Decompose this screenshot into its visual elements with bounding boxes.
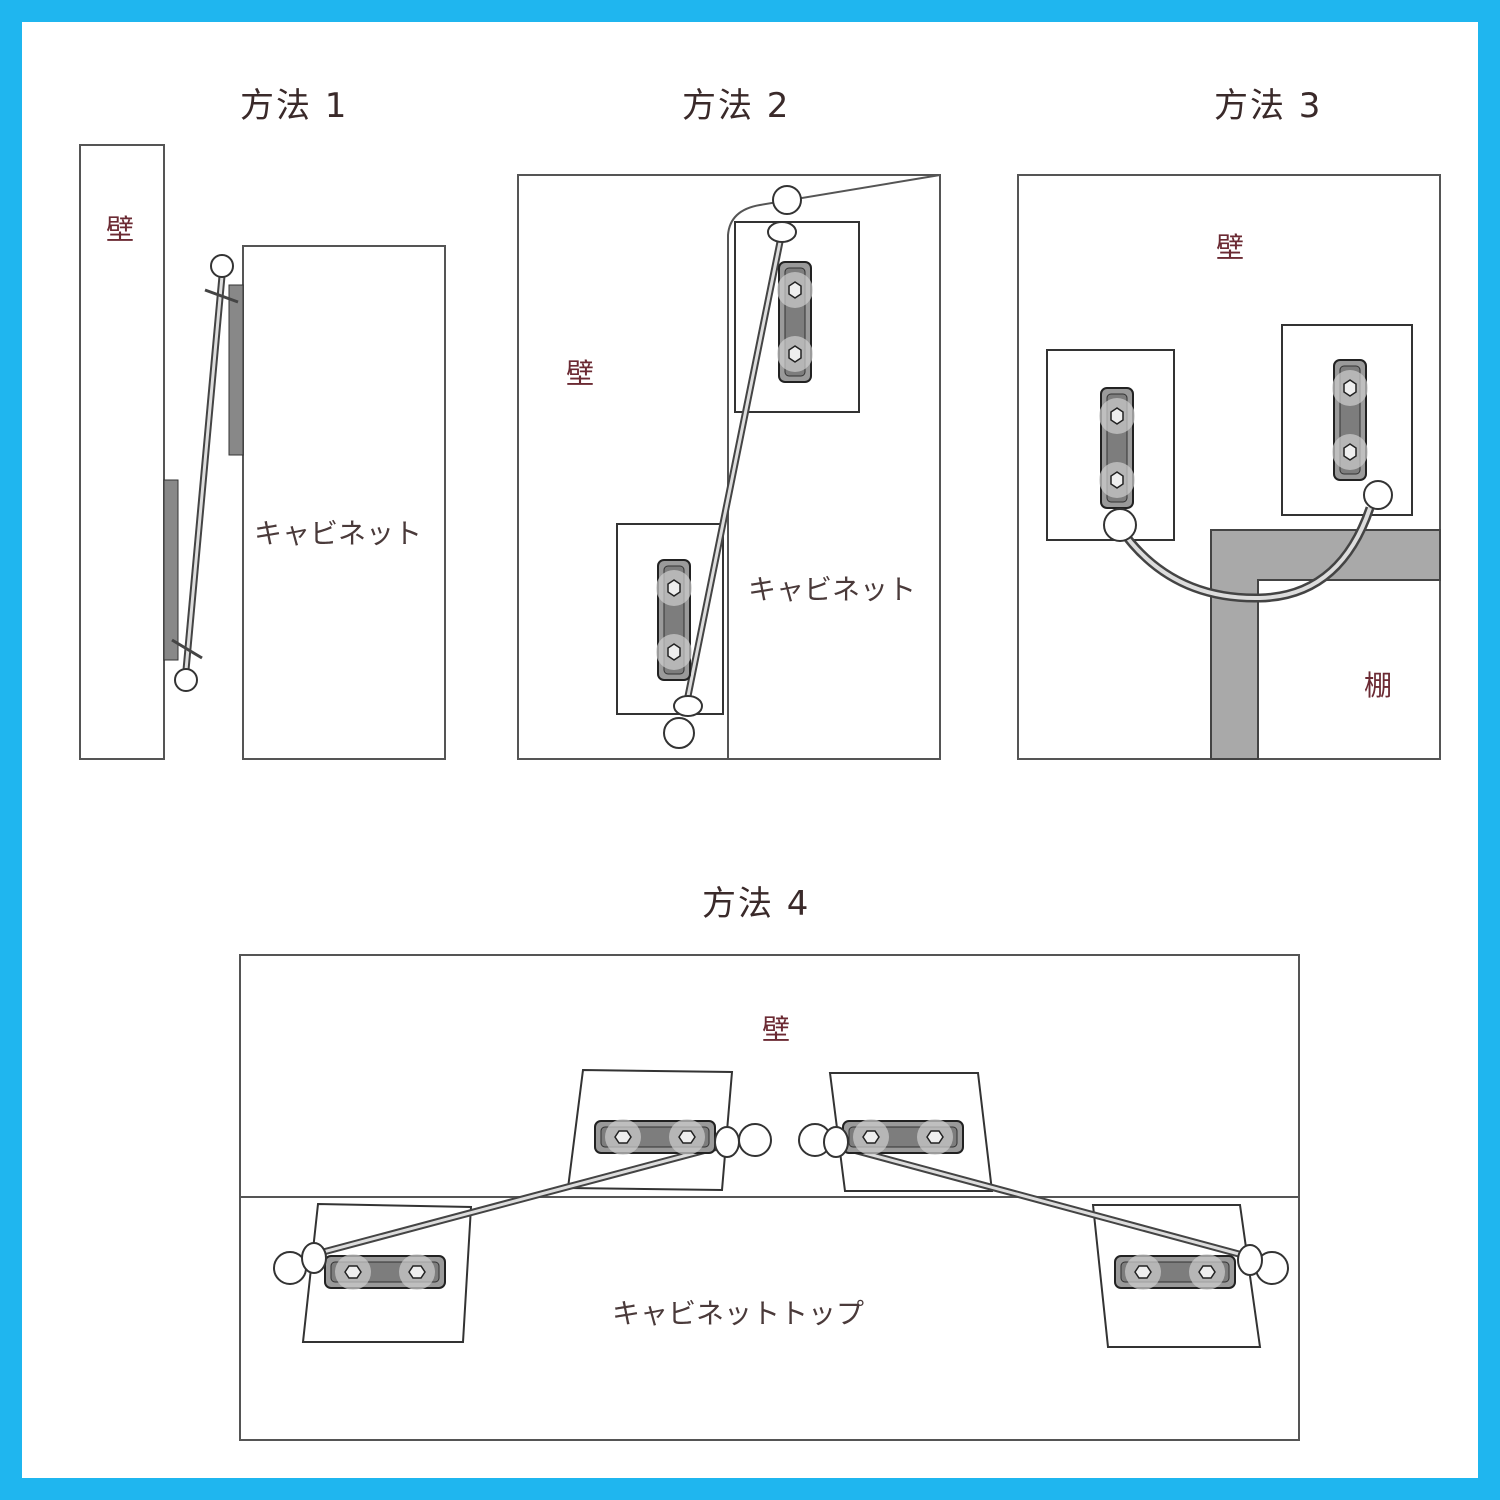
method-2-top-knob [772,185,802,215]
method-1-top-knob [210,254,234,278]
method-2-cabinet-label: キャビネット [748,573,917,606]
method-2-diagram [517,174,941,760]
method-1-diagram [79,144,446,760]
method-1-wall-label: 壁 [106,213,135,246]
method-4-upper-left-knob [738,1123,772,1157]
method-3-left-knob [1103,508,1137,542]
method-3-wall-label: 壁 [1216,231,1245,264]
method-1-upper-bracket [228,284,244,456]
method-3-right-knob [1363,480,1393,510]
method-3-left-strap-plate [1098,387,1136,509]
method-2-bottom-knob [663,717,695,749]
method-2-title: 方法 2 [682,86,791,126]
method-1-lower-bracket [163,479,179,661]
diagram-drawing [79,144,1441,1441]
method-4-title: 方法 4 [702,884,811,924]
method-1-wall [79,144,165,760]
diagram-canvas: 方法 1 方法 2 方法 3 方法 4 壁 キャビネット 壁 キャビネット 壁 … [22,22,1478,1478]
method-2-upper-strap-plate [776,261,814,383]
method-4-lower-left-strap-plate [324,1253,446,1291]
method-1-title: 方法 1 [240,86,349,126]
method-3-shelf-label: 棚 [1364,669,1393,702]
method-4-cabinet-top-label: キャビネットトップ [612,1297,865,1330]
method-1-bottom-knob [174,668,198,692]
method-2-cabinet-edge [727,174,941,759]
method-1-cabinet [242,245,446,760]
method-4-diagram [239,954,1300,1441]
method-3-right-strap-plate [1331,359,1369,481]
method-4-wall-label: 壁 [762,1013,791,1046]
method-3-diagram [1017,174,1441,760]
method-2-wall-label: 壁 [566,357,595,390]
method-4-upper-left-strap-plate [594,1118,716,1156]
method-2-lower-strap-plate [655,559,693,681]
method-3-title: 方法 3 [1214,86,1323,126]
method-4-upper-right-strap-plate [842,1118,964,1156]
method-4-lower-right-strap-plate [1114,1253,1236,1291]
method-1-cabinet-label: キャビネット [254,517,423,550]
